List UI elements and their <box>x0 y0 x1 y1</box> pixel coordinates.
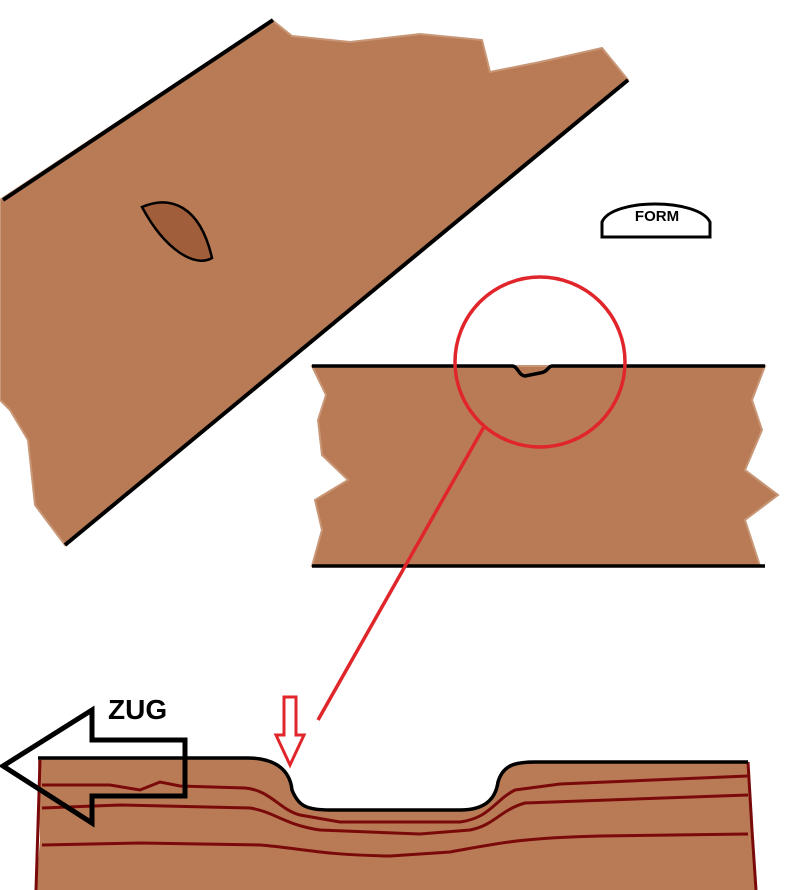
form-shape <box>600 202 712 239</box>
wood-plank-angled <box>0 18 630 547</box>
crack-indicator-arrow-icon <box>273 695 307 769</box>
wood-plank-section <box>310 364 780 568</box>
zug-label: ZUG <box>108 694 168 725</box>
groove-edge <box>38 756 748 812</box>
form-label: FORM <box>634 208 680 225</box>
pointer-line <box>316 424 487 721</box>
pull-arrow-left-icon <box>0 705 188 828</box>
knot-shape <box>140 201 214 262</box>
highlight-circle <box>453 275 627 449</box>
notch-edge <box>312 364 765 378</box>
wood-magnified-section <box>34 756 758 890</box>
